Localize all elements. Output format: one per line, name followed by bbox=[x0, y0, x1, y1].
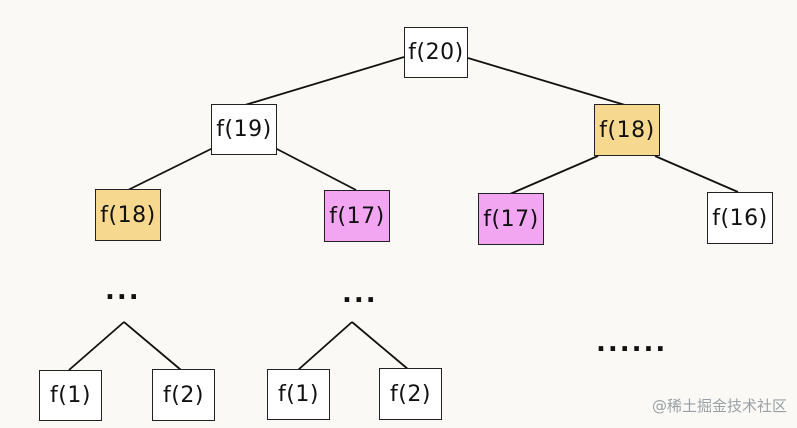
node-f2-middle: f(2) bbox=[379, 368, 442, 420]
edge-root-to-f18 bbox=[467, 57, 626, 106]
node-f19: f(19) bbox=[211, 104, 277, 155]
edge-f19-to-f17 bbox=[274, 147, 357, 191]
edge-ellipsis-mid-to-f1 bbox=[297, 321, 353, 371]
ellipsis-right: ...... bbox=[596, 328, 668, 358]
edge-ellipsis-left-to-f1 bbox=[68, 321, 125, 371]
node-f20-root: f(20) bbox=[404, 27, 468, 78]
edge-ellipsis-mid-to-f2 bbox=[351, 321, 410, 371]
node-f18-repeat: f(18) bbox=[95, 189, 161, 241]
edge-root-to-f19 bbox=[244, 56, 405, 106]
node-f2-left: f(2) bbox=[152, 369, 215, 421]
ellipsis-left: ... bbox=[105, 276, 141, 306]
node-f1-left: f(1) bbox=[39, 370, 102, 421]
ellipsis-middle: ... bbox=[342, 279, 378, 309]
node-f17: f(17) bbox=[324, 190, 390, 242]
node-f1-middle: f(1) bbox=[267, 369, 330, 420]
edge-f18-to-f16 bbox=[654, 155, 739, 193]
node-f16: f(16) bbox=[707, 192, 773, 244]
node-f18-highlight: f(18) bbox=[594, 104, 660, 156]
watermark-text: @稀土掘金技术社区 bbox=[651, 397, 787, 415]
edge-f18-to-f17 bbox=[509, 155, 599, 195]
edge-f19-to-f18 bbox=[127, 147, 214, 191]
node-f17-repeat: f(17) bbox=[478, 193, 544, 245]
edge-ellipsis-left-to-f2 bbox=[123, 321, 182, 371]
